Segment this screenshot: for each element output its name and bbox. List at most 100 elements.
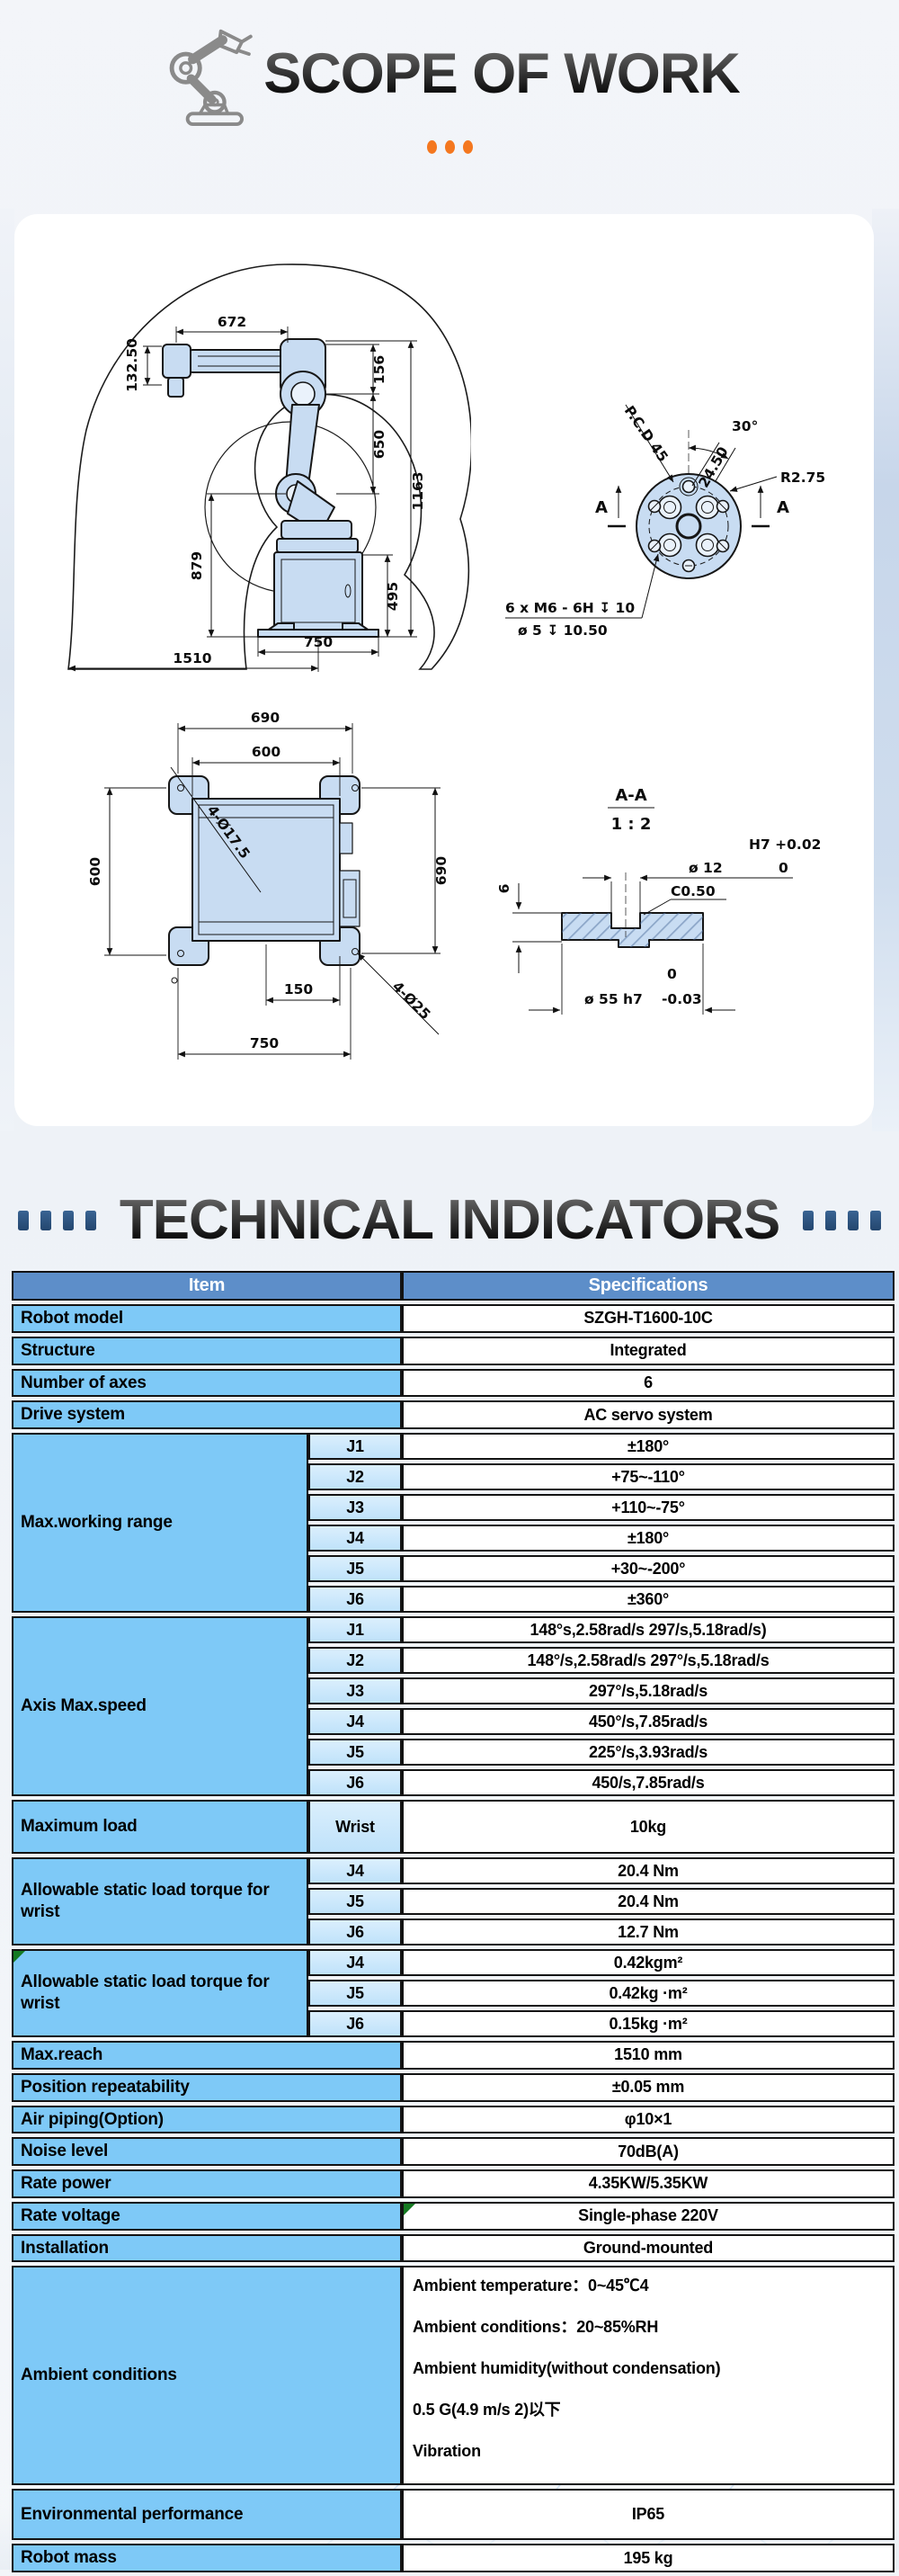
tol-minus-003: -0.03: [662, 991, 702, 1007]
item-cell: Allowable static load torque for wrist: [12, 1857, 308, 1945]
item-cell: Noise level: [12, 2137, 402, 2166]
spec-cell: ±180°: [402, 1525, 895, 1552]
sub-key-cell: J5: [308, 1739, 402, 1766]
spec-cell: 225°/s,3.93rad/s: [402, 1739, 895, 1766]
item-cell: Rate power: [12, 2169, 402, 2198]
item-cell: Structure: [12, 1336, 402, 1365]
sub-key-cell: J1: [308, 1433, 402, 1460]
sub-key-cell: J2: [308, 1463, 402, 1490]
item-cell: Max.reach: [12, 2041, 402, 2070]
bolt-note-line2: ø 5 ↧ 10.50: [518, 622, 608, 639]
green-corner-marker: [404, 2203, 415, 2215]
spec-cell: 6: [402, 1368, 895, 1398]
spec-cell: IP65: [402, 2489, 895, 2541]
spec-cell: +30~-200°: [402, 1555, 895, 1582]
dim-600-top: 600: [252, 744, 281, 760]
scope-of-work-header: SCOPE OF WORK: [0, 22, 899, 154]
item-cell: Max.working range: [12, 1433, 308, 1613]
tol-0: 0: [779, 860, 788, 876]
bolt-note-line1: 6 x M6 - 6H ↧ 10: [505, 600, 635, 616]
section-title: A-A: [615, 786, 646, 805]
section-label-a-right: A: [777, 498, 789, 517]
section-scale: 1 : 2: [611, 815, 652, 834]
label-pcd-45: P.C.D 45: [621, 403, 672, 465]
spec-cell: φ10×1: [402, 2105, 895, 2134]
table-header-row: Item Specifications: [12, 1271, 895, 1301]
column-header-item: Item: [12, 1271, 402, 1301]
spec-cell: AC servo system: [402, 1400, 895, 1429]
dim-750-bottom: 750: [250, 1035, 280, 1051]
label-chamfer: C0.50: [671, 883, 716, 899]
flange-face-view-drawing: 30° 24.50 P.C.D 45 R2.75 A A 6 x M6 - 6H…: [505, 403, 825, 639]
label-4-holes-25: 4-Ø25: [389, 979, 433, 1023]
dim-1163: 1163: [410, 471, 426, 510]
item-cell: Ambient conditions: [12, 2266, 402, 2486]
item-cell: Position repeatability: [12, 2072, 402, 2102]
sub-rows: J1±180°J2+75~-110°J3+110~-75°J4±180°J5+3…: [308, 1433, 895, 1613]
spec-cell: SZGH-T1600-10C: [402, 1304, 895, 1333]
spec-cell: ±0.05 mm: [402, 2072, 895, 2102]
spec-cell: 297°/s,5.18rad/s: [402, 1677, 895, 1704]
sub-key-cell: J6: [308, 1919, 402, 1945]
spec-cell: ±360°: [402, 1586, 895, 1613]
tol-h7: H7 +0.02: [749, 836, 821, 853]
sub-key-cell: J6: [308, 1769, 402, 1796]
right-dash-decoration: [803, 1211, 882, 1230]
sub-row: J6±360°: [308, 1586, 895, 1613]
page-right-edge: [872, 209, 899, 1131]
item-cell: Installation: [12, 2233, 402, 2263]
section-title: TECHNICAL INDICATORS: [119, 1189, 780, 1251]
sub-key-cell: J1: [308, 1616, 402, 1643]
sub-row: J3+110~-75°: [308, 1494, 895, 1521]
spec-cell: 1510 mm: [402, 2041, 895, 2070]
dim-dia12: ø 12: [689, 860, 723, 876]
spec-cell: Integrated: [402, 1336, 895, 1365]
sub-row: J5+30~-200°: [308, 1555, 895, 1582]
item-cell: Rate voltage: [12, 2201, 402, 2231]
sub-key-cell: J2: [308, 1647, 402, 1674]
column-header-specifications: Specifications: [402, 1271, 895, 1301]
item-cell: Allowable static load torque for wrist: [12, 1949, 308, 2037]
spec-line: Vibration: [413, 2442, 481, 2461]
base-plan-view-drawing: 690 600 600 690 4-Ø17.5 150 750 4-Ø25: [87, 710, 450, 1060]
robot-arm-icon: [169, 29, 253, 126]
sub-key-cell: J5: [308, 1555, 402, 1582]
technical-indicators-header: TECHNICAL INDICATORS: [0, 1193, 899, 1248]
orange-dot: [462, 140, 473, 154]
spec-cell: +110~-75°: [402, 1494, 895, 1521]
sub-key-cell: J4: [308, 1525, 402, 1552]
spec-cell: 0.42kgm²: [402, 1949, 895, 1976]
sub-key-cell: J4: [308, 1708, 402, 1735]
orange-dot: [444, 140, 455, 154]
item-cell: Number of axes: [12, 1368, 402, 1398]
sub-key-cell: J5: [308, 1980, 402, 2007]
spec-cell: 70dB(A): [402, 2137, 895, 2166]
spec-cell: 4.35KW/5.35KW: [402, 2169, 895, 2198]
spec-cell: Single-phase 220V: [402, 2201, 895, 2231]
orange-dot: [426, 140, 437, 154]
decorative-dots: [0, 140, 899, 154]
spec-cell: Ground-mounted: [402, 2233, 895, 2263]
page-left-edge: [0, 209, 14, 1131]
item-cell: Air piping(Option): [12, 2105, 402, 2134]
section-aa-drawing: A-A 1 : 2 ø 12 H7 +0.02 0 C0.50 6 ø 55 h…: [496, 786, 821, 1015]
sub-key-cell: J4: [308, 1857, 402, 1884]
